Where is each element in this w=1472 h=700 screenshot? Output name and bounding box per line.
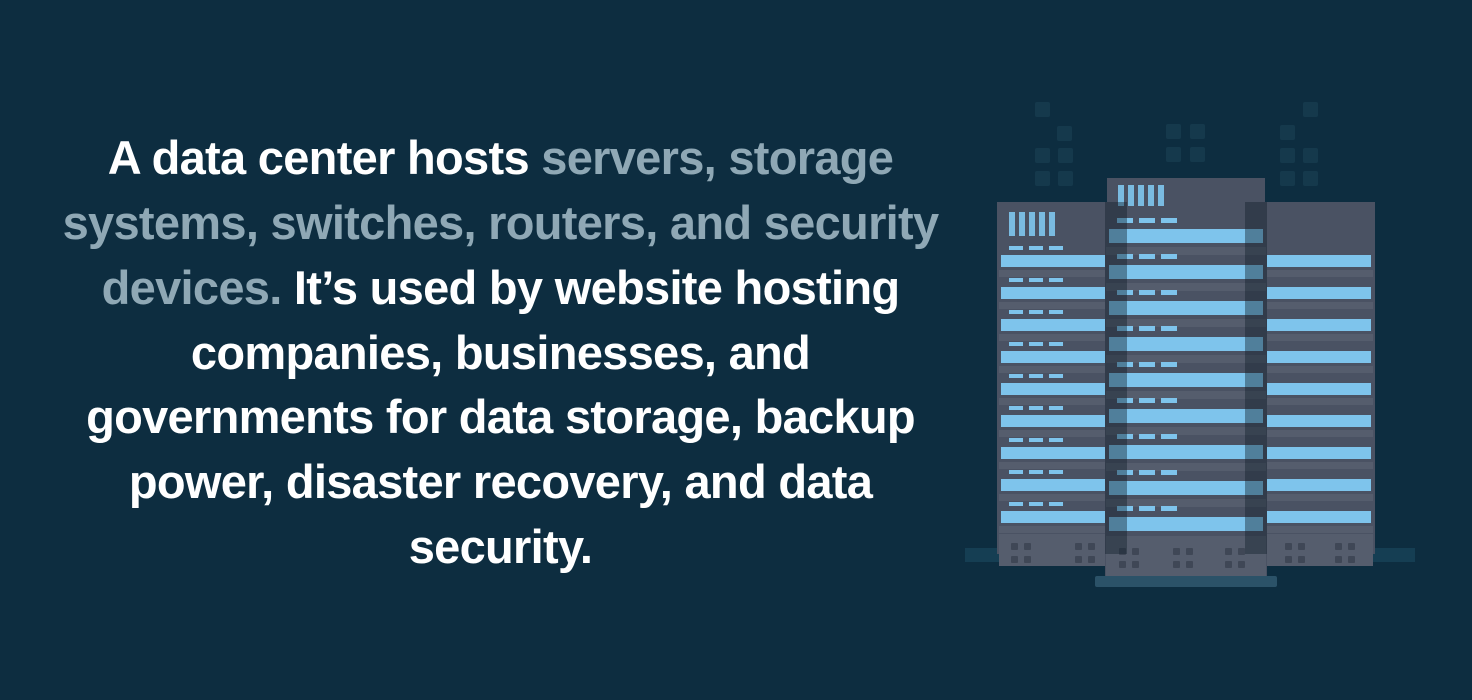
rack-overlap-shadow-left bbox=[1105, 202, 1127, 554]
decor-square-icon bbox=[1166, 124, 1181, 139]
decor-square-icon bbox=[1057, 126, 1072, 141]
center-rack-dot-group bbox=[1119, 548, 1139, 568]
left-rack-dot-group bbox=[1011, 543, 1031, 563]
right-rack-dot-group bbox=[1335, 543, 1355, 563]
pedestal-plate bbox=[1095, 576, 1277, 587]
decor-square-icon bbox=[1190, 124, 1205, 139]
left-rack-vents bbox=[1009, 212, 1055, 236]
center-rack-dot-group bbox=[1173, 548, 1193, 568]
server-rack-illustration bbox=[955, 80, 1425, 625]
decor-square-icon bbox=[1303, 171, 1318, 186]
center-rack-plinth bbox=[1106, 536, 1266, 576]
left-rack-dot-group bbox=[1075, 543, 1095, 563]
decor-square-icon bbox=[1035, 102, 1050, 117]
headline-segment-lead: A data center hosts bbox=[107, 130, 542, 184]
decor-square-icon bbox=[1035, 171, 1050, 186]
center-rack bbox=[1105, 178, 1267, 578]
headline-segment-tail: It’s used by website hosting companies, … bbox=[86, 260, 916, 574]
rack-overlap-shadow-right bbox=[1245, 202, 1267, 554]
center-rack-dot-group bbox=[1225, 548, 1245, 568]
decor-square-icon bbox=[1190, 147, 1205, 162]
headline-panel: A data center hosts servers, storage sys… bbox=[48, 118, 953, 588]
headline-segment-muted: servers, storage systems, switches, rout… bbox=[62, 130, 940, 314]
decor-square-icon bbox=[1058, 171, 1073, 186]
decor-square-icon bbox=[1280, 171, 1295, 186]
decor-square-icon bbox=[1280, 125, 1295, 140]
decor-square-icon bbox=[1303, 102, 1318, 117]
decor-square-icon bbox=[1058, 148, 1073, 163]
decor-square-icon bbox=[1280, 148, 1295, 163]
center-rack-vents bbox=[1118, 185, 1164, 206]
decor-square-icon bbox=[1166, 147, 1181, 162]
decor-square-icon bbox=[1303, 148, 1318, 163]
decor-square-icon bbox=[1035, 148, 1050, 163]
right-rack-dot-group bbox=[1285, 543, 1305, 563]
page-title: A data center hosts servers, storage sys… bbox=[48, 126, 953, 580]
